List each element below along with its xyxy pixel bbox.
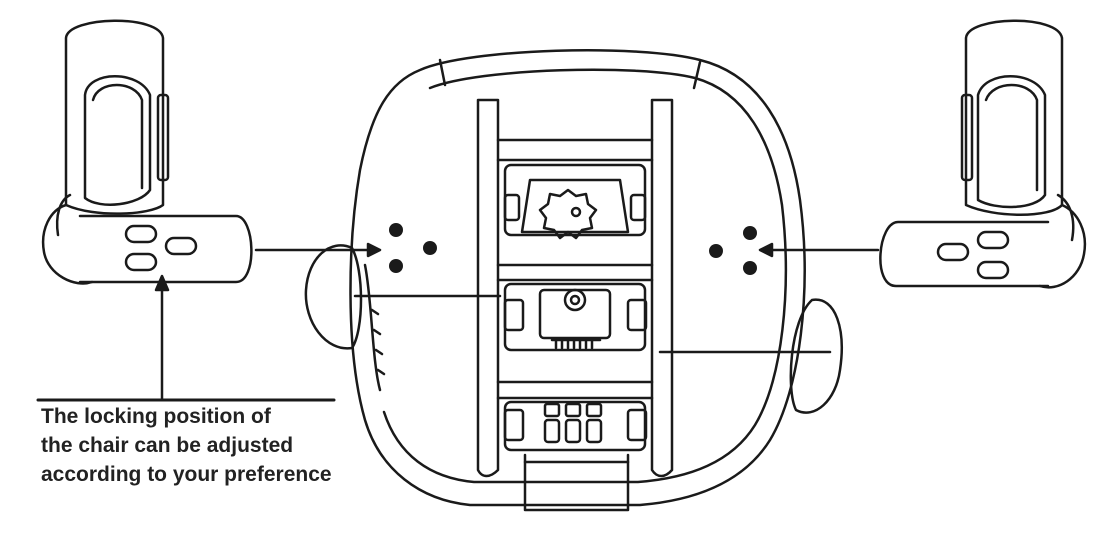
adjustment-caption: The locking position of the chair can be…: [41, 402, 341, 489]
mount-hole: [743, 226, 757, 240]
chair-seat-base-icon: [304, 49, 843, 512]
slot-icon: [976, 230, 1010, 250]
caption-line: the chair can be adjusted: [41, 434, 294, 457]
mount-hole: [389, 223, 403, 237]
mount-hole: [389, 259, 403, 273]
slot-icon: [124, 224, 158, 244]
arrow-left-to-seat: [254, 242, 382, 258]
arrow-right-to-seat: [758, 242, 880, 258]
slot-icon: [164, 236, 198, 256]
arrow-up-to-slots: [36, 274, 336, 402]
mount-hole: [709, 244, 723, 258]
armrest-left-icon: [41, 19, 253, 285]
mount-hole: [743, 261, 757, 275]
slot-icon: [124, 252, 158, 272]
mount-hole: [423, 241, 437, 255]
armrest-right-icon: [879, 19, 1087, 289]
slot-icon: [936, 242, 970, 262]
slot-icon: [976, 260, 1010, 280]
caption-line: according to your preference: [41, 463, 332, 486]
caption-line: The locking position of: [41, 405, 271, 428]
